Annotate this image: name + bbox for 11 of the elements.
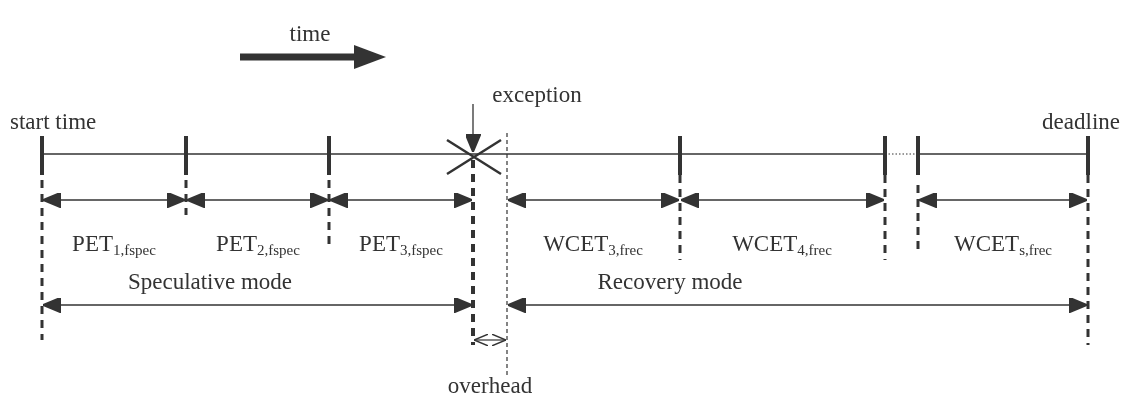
- duration-label: WCET$_{4,frec}$: [732, 232, 832, 255]
- deadline-label: deadline: [1042, 110, 1120, 133]
- start-time-label: start time: [10, 110, 97, 133]
- exception-label: exception: [492, 83, 582, 106]
- arrow: [464, 103, 482, 153]
- mode-label: Speculative mode: [127, 270, 293, 293]
- duration-label: WCET$_{s,frec}$: [953, 232, 1053, 255]
- overhead-label: overhead: [447, 374, 533, 397]
- mode-label: Recovery mode: [597, 270, 743, 293]
- duration-label: WCET$_{3,frec}$: [543, 232, 643, 255]
- time-label: time: [289, 22, 331, 45]
